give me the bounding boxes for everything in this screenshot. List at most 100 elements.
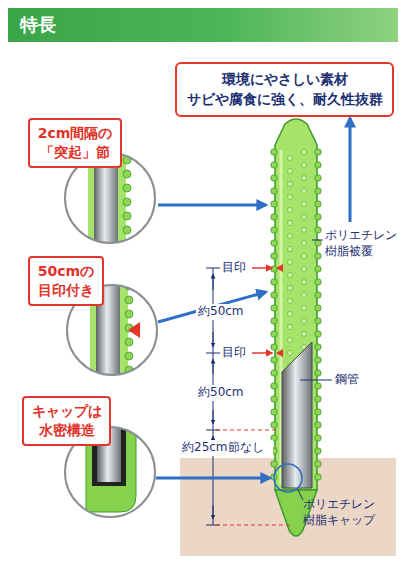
pole — [271, 119, 321, 536]
bump — [315, 357, 321, 363]
marker-label: 目印 — [222, 260, 249, 276]
box-text: 50cmの 目印付き — [36, 262, 96, 300]
bump — [301, 227, 306, 232]
dimension-label: 約50cm — [196, 304, 253, 320]
bump — [271, 344, 277, 350]
part-label: ポリエチレン 樹脂被覆 — [325, 228, 400, 259]
bump — [287, 181, 292, 186]
bump — [315, 149, 321, 155]
bump — [287, 298, 292, 303]
bump — [301, 292, 306, 297]
bump — [287, 259, 292, 264]
bump — [315, 461, 321, 467]
bump — [315, 409, 321, 415]
bump — [287, 272, 292, 277]
bump — [315, 383, 321, 389]
bump — [271, 162, 277, 168]
bump — [301, 175, 306, 180]
bump — [125, 296, 133, 304]
bump — [271, 357, 277, 363]
box-text: 2cm間隔の 「突起」節 — [36, 124, 114, 162]
title-text: 特長 — [20, 13, 56, 37]
bump — [315, 305, 321, 311]
bump — [271, 370, 277, 376]
bump — [315, 279, 321, 285]
bump — [315, 396, 321, 402]
bump — [271, 279, 277, 285]
bump — [271, 227, 277, 233]
bump — [315, 318, 321, 324]
bump — [301, 253, 306, 258]
bump — [315, 292, 321, 298]
bump — [271, 422, 277, 428]
bump — [123, 170, 131, 178]
bump — [125, 310, 133, 318]
bump — [315, 435, 321, 441]
feature-box: 環境にやさしい素材 サビや腐食に強く、耐久性抜群 — [175, 62, 394, 117]
bump — [271, 175, 277, 181]
bump — [287, 350, 292, 355]
bump — [287, 207, 292, 212]
bump — [271, 240, 277, 246]
bump — [287, 311, 292, 316]
title-bar: 特長 — [8, 8, 398, 42]
callout-box: 50cmの 目印付き — [28, 256, 104, 306]
bump — [287, 194, 292, 199]
dimension-label: 約50cm — [196, 385, 253, 401]
callout-box: キャップは 水密構造 — [22, 396, 111, 446]
bump — [287, 285, 292, 290]
bump — [287, 324, 292, 329]
bump — [271, 266, 277, 272]
bump — [315, 227, 321, 233]
bump — [315, 201, 321, 207]
bump — [315, 331, 321, 337]
bump — [315, 422, 321, 428]
bump — [301, 149, 306, 154]
bump — [315, 214, 321, 220]
bump — [123, 212, 131, 220]
bump — [287, 168, 292, 173]
bump — [123, 226, 131, 234]
bump — [315, 253, 321, 259]
bump — [271, 396, 277, 402]
bump — [271, 331, 277, 337]
pointer-arrows — [156, 118, 350, 478]
bump — [315, 370, 321, 376]
callout-box: 2cm間隔の 「突起」節 — [28, 118, 122, 168]
magnified-views — [65, 140, 157, 517]
box-text: キャップは 水密構造 — [30, 402, 103, 440]
bump — [271, 292, 277, 298]
bump — [315, 266, 321, 272]
marker-label: 目印 — [222, 345, 249, 361]
bump — [287, 155, 292, 160]
bump — [287, 246, 292, 251]
bump — [271, 214, 277, 220]
bump — [315, 175, 321, 181]
bump — [123, 254, 131, 262]
bump — [287, 233, 292, 238]
bump — [315, 240, 321, 246]
bump — [287, 337, 292, 342]
bump — [315, 162, 321, 168]
bump — [123, 142, 131, 150]
bump — [271, 201, 277, 207]
bump — [271, 383, 277, 389]
bump — [301, 201, 306, 206]
bump — [315, 448, 321, 454]
bump — [301, 240, 306, 245]
bump — [301, 279, 306, 284]
bump — [315, 344, 321, 350]
box-text: 環境にやさしい素材 サビや腐食に強く、耐久性抜群 — [185, 70, 384, 109]
bump — [271, 318, 277, 324]
bump — [301, 188, 306, 193]
part-label: ポリエチレン 樹脂キャップ — [303, 497, 378, 528]
bump — [301, 162, 306, 167]
part-label: 鋼管 — [335, 372, 362, 388]
bump — [125, 352, 133, 360]
leader-lines — [274, 240, 332, 500]
bump — [315, 474, 321, 480]
bump — [287, 220, 292, 225]
bump — [301, 305, 306, 310]
bump — [271, 461, 277, 467]
bump — [271, 188, 277, 194]
